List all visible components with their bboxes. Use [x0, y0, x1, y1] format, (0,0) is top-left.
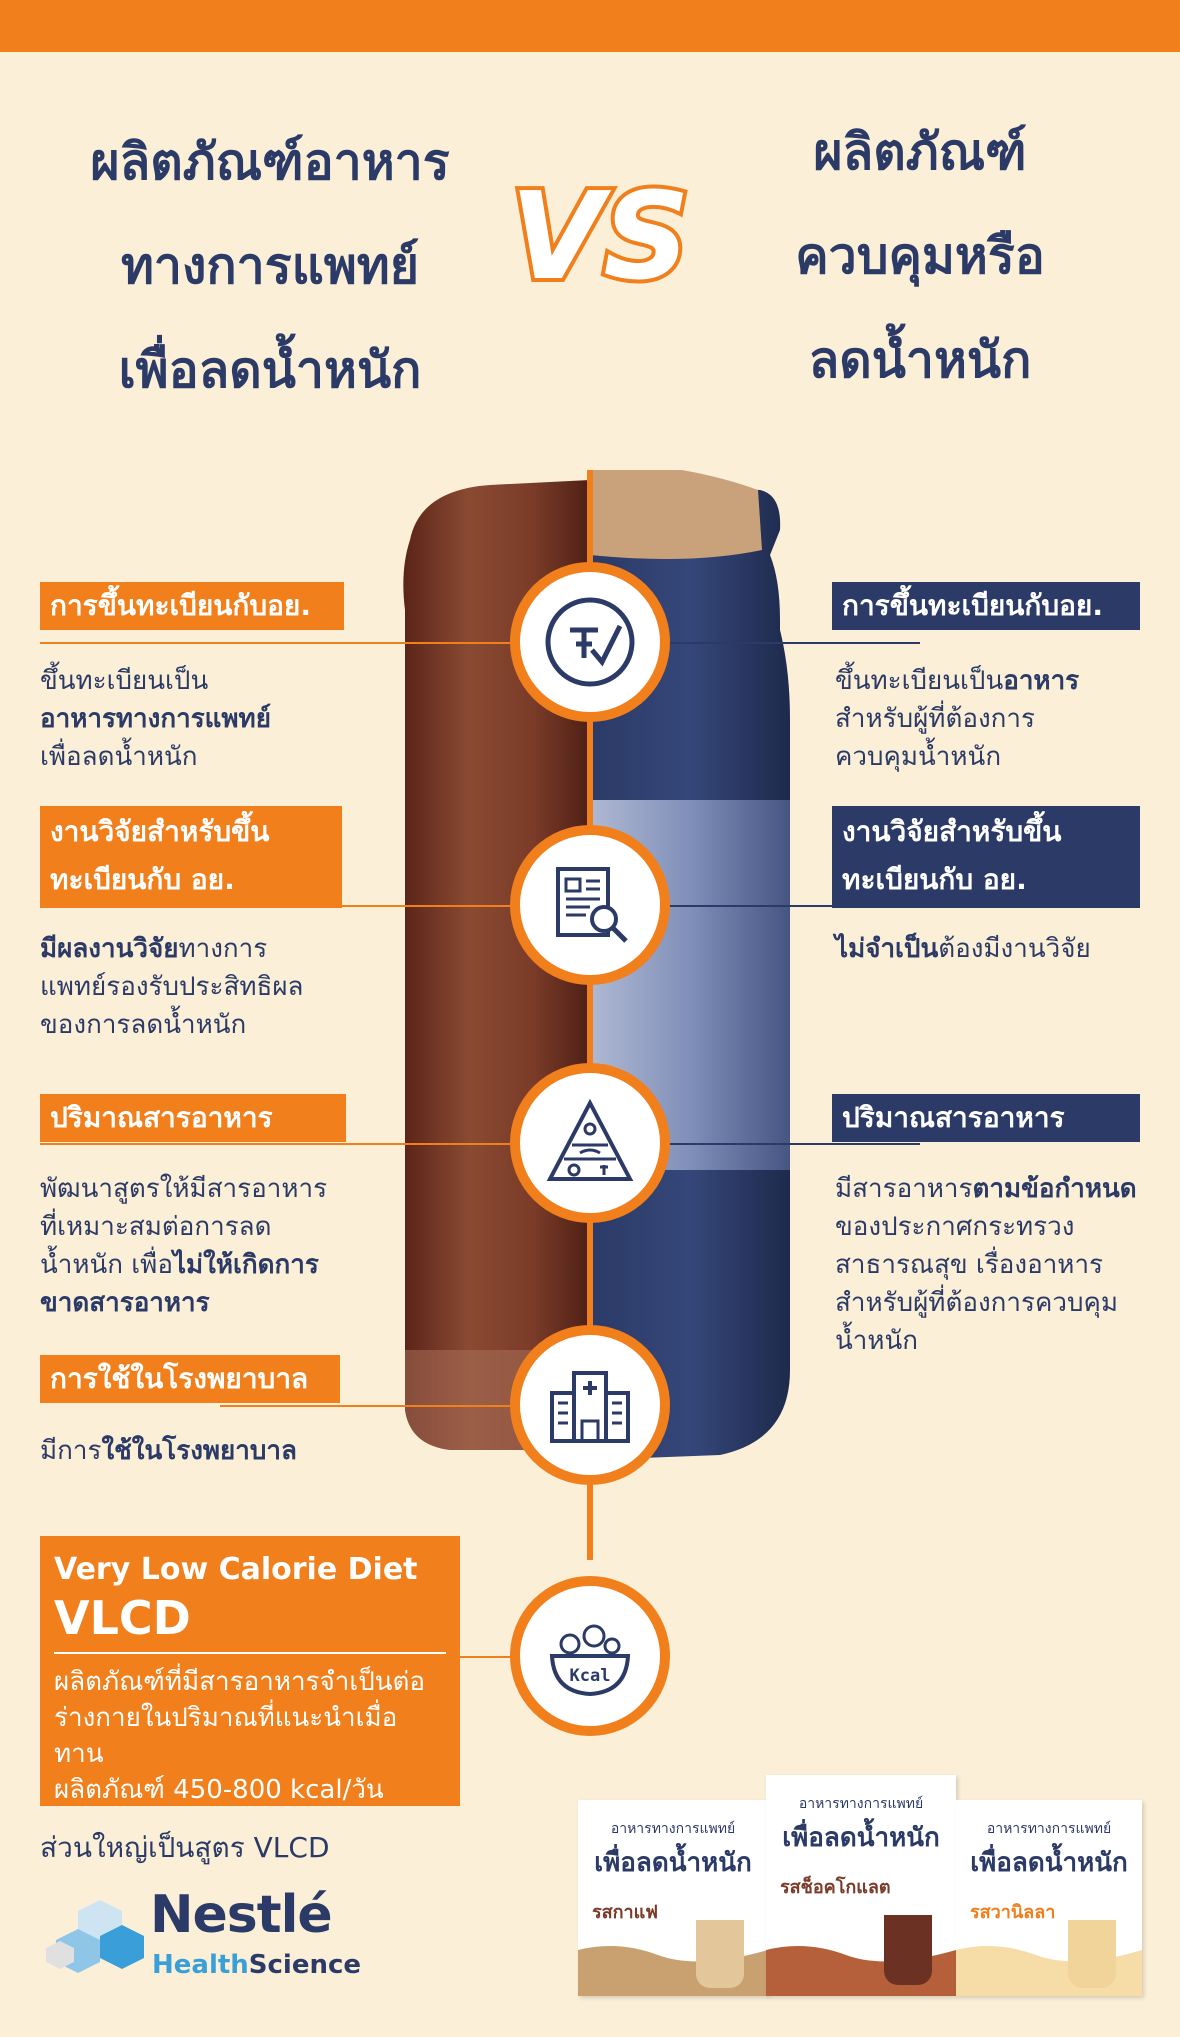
kcal-bowl-icon: Kcal — [549, 1624, 631, 1697]
product-pack-vanilla: อาหารทางการแพทย์ เพื่อลดน้ำหนัก รสวานิลล… — [956, 1800, 1142, 1996]
row-line — [40, 1143, 510, 1145]
checkmark-registration-icon — [545, 597, 635, 687]
desc-line: มีผลงานวิจัยทางการ — [40, 934, 268, 964]
desc-line: ของการลดน้ำหนัก — [40, 1010, 247, 1040]
left-research-tag: งานวิจัยสำหรับขึ้น ทะเบียนกับ อย. — [40, 806, 342, 908]
left-registration-desc: ขึ้นทะเบียนเป็น อาหารทางการแพทย์ เพื่อลด… — [40, 662, 271, 776]
desc-line: พัฒนาสูตรให้มีสารอาหาร — [40, 1174, 328, 1204]
right-registration-tag: การขึ้นทะเบียนกับอย. — [832, 582, 1140, 630]
desc-line: ที่เหมาะสมต่อการลด — [40, 1212, 272, 1242]
desc-line: ของประกาศกระทรวง — [835, 1212, 1075, 1242]
pack-name: เพื่อลดน้ำหนัก — [970, 1848, 1128, 1878]
kcal-text: Kcal — [570, 1666, 611, 1686]
left-research-desc: มีผลงานวิจัยทางการ แพทย์รองรับประสิทธิผล… — [40, 930, 304, 1044]
desc-line: น้ำหนัก — [835, 1326, 919, 1356]
left-nutrient-desc: พัฒนาสูตรให้มีสารอาหาร ที่เหมาะสมต่อการล… — [40, 1170, 327, 1322]
vlcd-subtitle: Very Low Calorie Diet — [54, 1552, 418, 1587]
hospital-icon — [550, 1371, 630, 1443]
pack-art — [766, 1915, 956, 1996]
tag-line: งานวิจัยสำหรับขึ้น — [50, 815, 270, 848]
row-line — [440, 1656, 510, 1658]
hospital-circle — [510, 1325, 670, 1485]
title-line: ควบคุมหรือ — [795, 227, 1045, 285]
bottle-cap — [590, 470, 762, 559]
desc-line-bold: อาหารทางการแพทย์ — [40, 704, 271, 734]
pack-category: อาหารทางการแพทย์ — [610, 1821, 736, 1837]
vs-label: VS — [506, 164, 693, 310]
title-line: ทางการแพทย์ — [120, 237, 420, 295]
desc-line: ผลิตภัณฑ์ 450-800 kcal/วัน — [54, 1775, 384, 1805]
tag-line: ทะเบียนกับ อย. — [842, 863, 1027, 896]
desc-line: ขึ้นทะเบียนเป็นอาหาร — [835, 666, 1080, 696]
left-hospital-desc: มีการใช้ในโรงพยาบาล — [40, 1432, 297, 1470]
title-line: ผลิตภัณฑ์ — [813, 123, 1027, 181]
desc-line: สาธารณสุข เรื่องอาหาร — [835, 1250, 1104, 1280]
row-line — [670, 1143, 920, 1145]
right-nutrient-tag: ปริมาณสารอาหาร — [832, 1094, 1140, 1142]
left-registration-tag: การขึ้นทะเบียนกับอย. — [40, 582, 344, 630]
desc-line: ผลิตภัณฑ์ที่มีสารอาหารจำเป็นต่อ — [54, 1667, 426, 1697]
pack-name: เพื่อลดน้ำหนัก — [594, 1848, 752, 1878]
tag-line: งานวิจัยสำหรับขึ้น — [842, 815, 1062, 848]
desc-line-bold: ขาดสารอาหาร — [40, 1288, 210, 1318]
research-document-icon — [556, 867, 628, 943]
desc-line: ไม่จำเป็นต้องมีงานวิจัย — [835, 934, 1091, 964]
row-line — [40, 642, 510, 644]
title-line: เพื่อลดน้ำหนัก — [118, 341, 422, 399]
pack-name: เพื่อลดน้ำหนัก — [782, 1823, 940, 1853]
desc-line: น้ำหนัก เพื่อไม่ให้เกิดการ — [40, 1250, 319, 1280]
vlcd-description: ผลิตภัณฑ์ที่มีสารอาหารจำเป็นต่อ ร่างกายใ… — [54, 1664, 446, 1808]
product-pack-coffee: อาหารทางการแพทย์ เพื่อลดน้ำหนัก รสกาแฟ — [578, 1800, 768, 1996]
left-nutrient-tag: ปริมาณสารอาหาร — [40, 1094, 346, 1142]
desc-line: มีการใช้ในโรงพยาบาล — [40, 1436, 297, 1466]
top-banner-bar — [0, 0, 1180, 52]
left-hospital-tag: การใช้ในโรงพยาบาล — [40, 1355, 340, 1403]
row-line — [670, 905, 920, 907]
product-pack-chocolate: อาหารทางการแพทย์ เพื่อลดน้ำหนัก รสช็อคโก… — [766, 1775, 956, 1996]
pack-flavor: รสช็อคโกแลต — [780, 1877, 891, 1898]
nestle-wordmark: Nestlé — [150, 1885, 333, 1945]
medical-food-title: ผลิตภัณฑ์อาหาร ทางการแพทย์ เพื่อลดน้ำหนั… — [40, 110, 500, 422]
desc-line: สำหรับผู้ที่ต้องการควบคุม — [835, 1288, 1118, 1318]
right-nutrient-desc: มีสารอาหารตามข้อกำหนด ของประกาศกระทรวง ส… — [835, 1170, 1137, 1360]
row-line — [220, 1405, 510, 1407]
desc-line: สำหรับผู้ที่ต้องการ — [835, 704, 1035, 734]
vlcd-divider — [54, 1652, 446, 1654]
right-research-tag: งานวิจัยสำหรับขึ้น ทะเบียนกับ อย. — [832, 806, 1140, 908]
health-science-label: HealthScience — [152, 1950, 362, 1980]
nutrient-circle — [510, 1063, 670, 1223]
registration-circle — [510, 562, 670, 722]
pack-category: อาหารทางการแพทย์ — [986, 1821, 1112, 1837]
pack-art — [578, 1920, 768, 1996]
desc-line: ร่างกายในปริมาณที่แนะนำเมื่อทาน — [54, 1703, 398, 1769]
right-research-desc: ไม่จำเป็นต้องมีงานวิจัย — [835, 930, 1091, 968]
pack-flavor: รสกาแฟ — [592, 1902, 659, 1923]
title-line: ผลิตภัณฑ์อาหาร — [90, 133, 450, 191]
nestle-hexagon-icon — [46, 1900, 144, 1973]
majority-note: ส่วนใหญ่เป็นสูตร VLCD — [40, 1831, 330, 1864]
desc-line: แพทย์รองรับประสิทธิผล — [40, 972, 304, 1002]
pack-art — [956, 1920, 1142, 1996]
research-circle — [510, 825, 670, 985]
vlcd-box: Very Low Calorie Diet VLCD ผลิตภัณฑ์ที่ม… — [40, 1536, 460, 1806]
food-pyramid-icon — [546, 1098, 634, 1181]
desc-line: เพื่อลดน้ำหนัก — [40, 742, 198, 772]
right-registration-desc: ขึ้นทะเบียนเป็นอาหาร สำหรับผู้ที่ต้องการ… — [835, 662, 1079, 776]
connector-line — [587, 1440, 593, 1560]
desc-line: ควบคุมน้ำหนัก — [835, 742, 1002, 772]
title-line: ลดน้ำหนัก — [808, 331, 1032, 389]
desc-line: ขึ้นทะเบียนเป็น — [40, 666, 209, 696]
weight-control-title: ผลิตภัณฑ์ ควบคุมหรือ ลดน้ำหนัก — [710, 100, 1130, 412]
vs-text: VS — [510, 168, 689, 307]
pack-category: อาหารทางการแพทย์ — [798, 1796, 924, 1812]
row-line — [670, 642, 920, 644]
desc-line: มีสารอาหารตามข้อกำหนด — [835, 1174, 1137, 1204]
kcal-circle: Kcal — [510, 1576, 670, 1736]
tag-line: ทะเบียนกับ อย. — [50, 863, 235, 896]
vlcd-title: VLCD — [54, 1591, 191, 1645]
pack-flavor: รสวานิลลา — [970, 1902, 1056, 1923]
